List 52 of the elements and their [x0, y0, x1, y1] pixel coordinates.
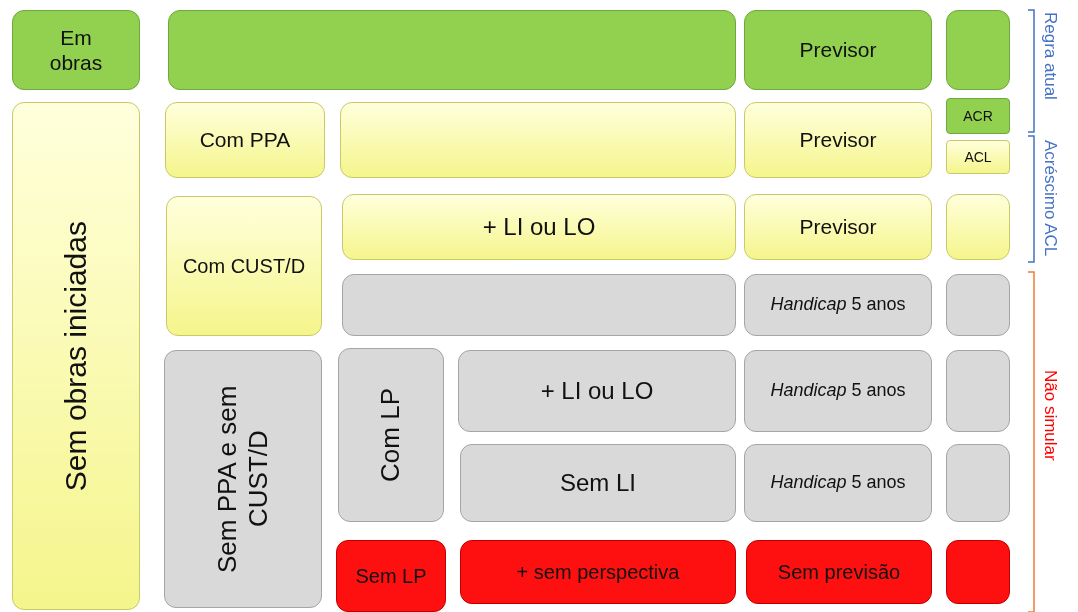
box-label: + sem perspectiva	[516, 560, 680, 584]
box-label: Sem PPA e sem CUST/D	[211, 384, 274, 575]
empty-box	[946, 444, 1010, 522]
category-box	[164, 350, 322, 608]
box-label: Previsor	[799, 37, 877, 63]
category-box	[946, 98, 1010, 134]
empty-box	[946, 274, 1010, 336]
category-box	[744, 274, 932, 336]
box-label: Com LP	[375, 388, 407, 482]
category-box	[460, 444, 736, 522]
category-box	[746, 540, 932, 604]
box-label: Handicap 5 anos	[770, 380, 906, 402]
category-box	[744, 194, 932, 260]
empty-box	[340, 102, 736, 178]
box-label: Previsor	[799, 127, 877, 153]
box-label: Sem LP	[355, 564, 427, 588]
box-label: ACL	[964, 148, 992, 166]
side-label: Não simular	[1040, 370, 1060, 461]
empty-box	[946, 540, 1010, 604]
box-label: ACR	[963, 107, 993, 125]
category-box	[12, 102, 140, 610]
box-label: Com CUST/D	[182, 254, 306, 278]
category-box	[744, 444, 932, 522]
box-label: + LI ou LO	[540, 376, 654, 406]
category-box	[338, 348, 444, 522]
empty-box	[946, 194, 1010, 260]
empty-box	[342, 274, 736, 336]
box-label: Sem LI	[560, 468, 636, 498]
category-box	[12, 10, 140, 90]
category-box	[336, 540, 446, 612]
empty-box	[946, 350, 1010, 432]
side-label: Regra atual	[1040, 12, 1060, 100]
box-label: Handicap 5 anos	[770, 294, 906, 316]
box-label: + LI ou LO	[482, 212, 596, 242]
box-label: Com PPA	[199, 127, 291, 153]
box-label: Previsor	[799, 214, 877, 240]
category-box	[744, 102, 932, 178]
category-box	[166, 196, 322, 336]
category-box	[744, 10, 932, 90]
empty-box	[946, 10, 1010, 90]
box-label: Em obras	[48, 24, 104, 76]
category-box	[460, 540, 736, 604]
empty-box	[168, 10, 736, 90]
box-label: Handicap 5 anos	[770, 472, 906, 494]
category-box	[458, 350, 736, 432]
category-box	[946, 140, 1010, 174]
category-box	[342, 194, 736, 260]
category-box	[744, 350, 932, 432]
category-box	[165, 102, 325, 178]
side-label: Acréscimo ACL	[1040, 140, 1060, 257]
box-label: Sem obras iniciadas	[58, 220, 93, 492]
box-label: Sem previsão	[777, 560, 901, 584]
